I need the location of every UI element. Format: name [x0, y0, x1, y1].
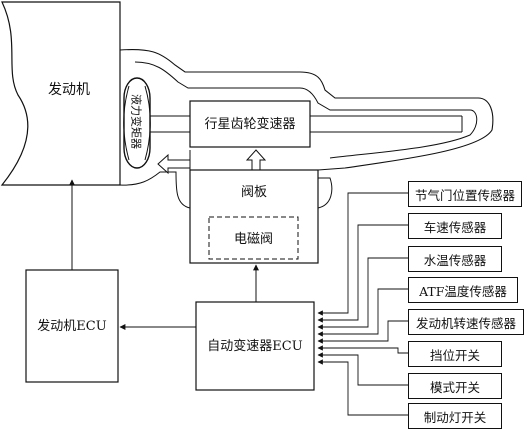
brake-light-switch: 制动灯开关	[408, 403, 502, 429]
engine-ecu-label: 发动机ECU	[37, 319, 107, 334]
torque-converter-label: 液力变矩器	[129, 94, 143, 149]
solenoid-valve-label: 电磁阀	[233, 232, 273, 247]
solenoid-dashed-box	[208, 216, 299, 260]
sensor-connectors	[317, 192, 408, 416]
transmission-housing-inner	[134, 61, 478, 159]
planetary-gear-box	[189, 100, 311, 148]
throttle-position-sensor: 节气门位置传感器	[408, 181, 522, 207]
planetary-gear-label: 行星齿轮变速器	[204, 117, 296, 132]
mode-switch: 模式开关	[408, 373, 502, 399]
engine-ecu-box	[25, 269, 119, 383]
vehicle-speed-sensor: 车速传感器	[408, 213, 502, 239]
engine-label: 发动机	[48, 82, 90, 98]
hollow-arrow-to-converter	[157, 153, 191, 175]
coolant-temp-sensor: 水温传感器	[408, 246, 502, 272]
gear-position-switch: 挡位开关	[408, 341, 502, 367]
engine-speed-sensor: 发动机转速传感器	[408, 309, 524, 335]
transmission-ecu-box	[195, 301, 315, 391]
transmission-ecu-label: 自动变速器ECU	[207, 339, 303, 354]
hollow-arrow-to-gearbox	[245, 149, 267, 171]
valve-body-label: 阀板	[240, 185, 267, 200]
engine-block	[0, 1, 121, 186]
atf-temp-sensor: ATF温度传感器	[408, 277, 518, 303]
transmission-housing-top	[119, 48, 494, 171]
